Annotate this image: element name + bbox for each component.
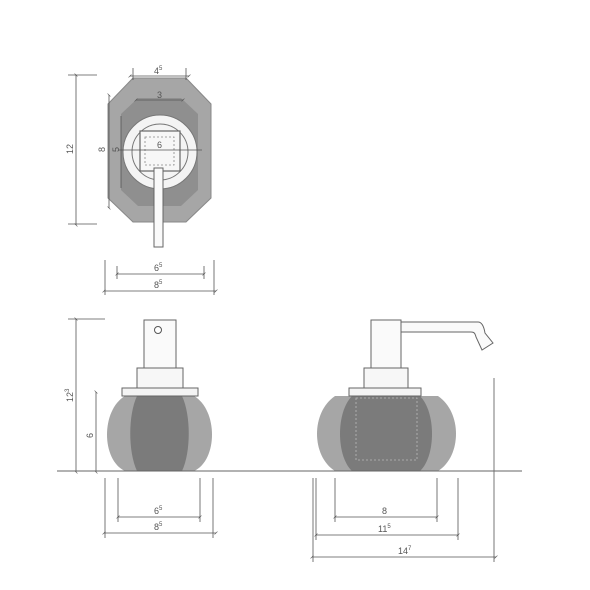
dim-front-inner-width: 65 [154,506,163,516]
front-view-collar [136,367,184,389]
top-view-cap-square [139,130,181,172]
dim-height: 12 [65,144,75,154]
front-view-body-inner [130,396,189,471]
dim-cap: 6 [157,140,162,150]
dim-front-outer-width: 85 [154,522,163,532]
dim-side: 8 [97,147,107,152]
top-view: 45 3 6 12 8 5 65 85 [65,66,218,295]
top-view-cap-dashed [144,136,175,166]
dim-side-outer-width: 115 [378,524,391,534]
top-view-spout [153,167,164,248]
front-view: 123 6 65 85 [65,317,218,538]
side-view-dashed-window [355,397,418,461]
dim-top-outer: 45 [154,66,163,76]
dim-top-inner: 3 [157,90,162,100]
front-view-nozzle-hole [154,326,162,334]
side-view-pump-head [370,319,402,369]
dim-top-bottom-outer: 85 [154,280,163,290]
front-view-base-plate [121,387,199,397]
dim-top-bottom-inner: 65 [154,263,163,273]
dim-front-body-height: 6 [85,433,95,438]
dim-front-total-height: 123 [65,388,75,402]
side-view-body-inner [340,396,432,471]
dim-side-total-length: 147 [398,546,412,556]
dim-side-inner-width: 8 [382,506,387,516]
dim-inner-small: 5 [111,147,121,152]
side-view: 8 115 147 [310,319,498,562]
side-view-spout [400,321,494,351]
side-view-collar [363,367,409,389]
side-view-base-plate [348,387,422,397]
